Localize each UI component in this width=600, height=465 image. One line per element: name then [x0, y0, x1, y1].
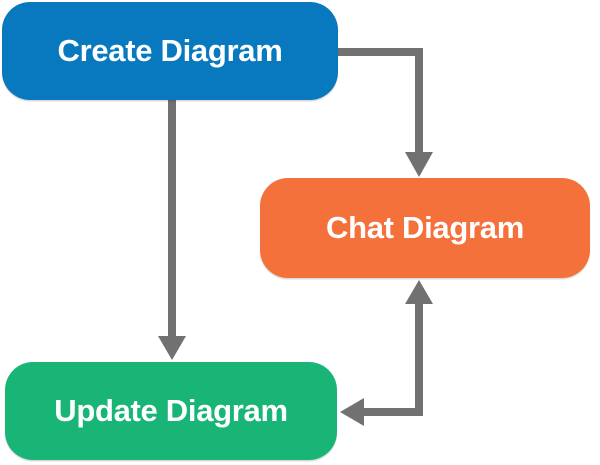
edge-create-to-chat	[338, 48, 433, 177]
node-chat-diagram-label: Chat Diagram	[326, 210, 524, 245]
node-create-diagram: Create Diagram	[2, 2, 338, 100]
edge-create-to-update	[158, 100, 186, 360]
node-create-diagram-label: Create Diagram	[57, 33, 283, 68]
node-update-diagram: Update Diagram	[5, 362, 337, 460]
edge-create-to-chat-line	[338, 48, 423, 154]
arrowhead-down-icon	[158, 336, 186, 360]
node-update-diagram-label: Update Diagram	[54, 393, 288, 428]
arrowhead-left-icon	[340, 398, 364, 426]
edge-chat-update-bidirectional	[340, 280, 433, 426]
arrowhead-up-icon	[405, 280, 433, 304]
arrowhead-down-icon	[405, 152, 433, 177]
node-chat-diagram: Chat Diagram	[260, 178, 590, 278]
edge-chat-update-line	[362, 302, 423, 416]
